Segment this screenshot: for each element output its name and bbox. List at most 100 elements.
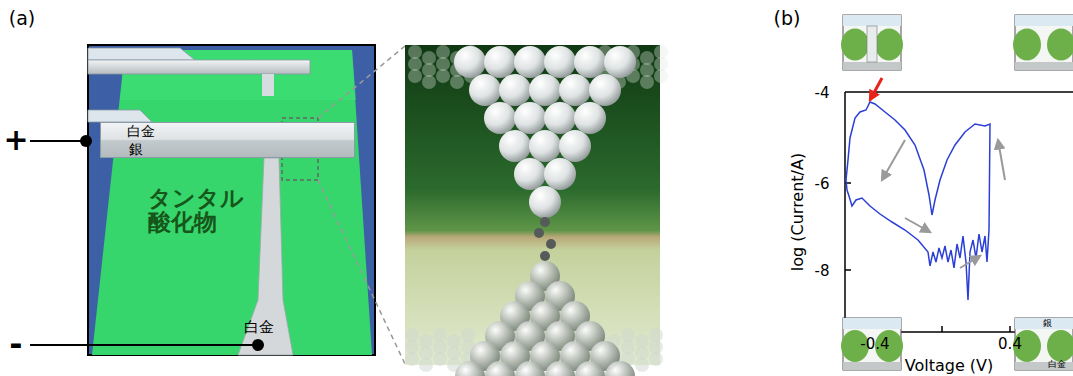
silver-atom xyxy=(454,46,486,78)
tick-label: -6 xyxy=(815,177,830,192)
lattice-atom xyxy=(640,51,654,65)
lattice-atom xyxy=(419,334,433,348)
bridge-atom xyxy=(540,217,550,227)
panel-letter: (b) xyxy=(774,9,801,28)
lattice-atom xyxy=(621,328,635,342)
oxide-grain xyxy=(875,29,903,61)
silver-atom xyxy=(559,130,591,162)
axis-title: log (Current/A) xyxy=(790,153,806,271)
tick-label: 0.4 xyxy=(998,337,1022,352)
silver-layer xyxy=(843,15,901,26)
bridge-atom xyxy=(534,228,544,238)
lattice-atom xyxy=(621,340,635,354)
bridge-atom xyxy=(540,251,550,261)
lattice-atom xyxy=(649,352,663,366)
lattice-atom xyxy=(649,328,663,342)
filament xyxy=(867,26,877,62)
silver-atom xyxy=(604,46,636,78)
lattice-atom xyxy=(450,75,464,89)
lattice-atom xyxy=(422,75,436,89)
node-label: 銀 xyxy=(129,142,159,157)
platinum-atom xyxy=(485,361,515,376)
silver-atom xyxy=(544,158,576,190)
silver-atom xyxy=(544,46,576,78)
lattice-atom xyxy=(405,340,419,354)
lattice-atom xyxy=(447,346,461,360)
silver-atom xyxy=(529,74,561,106)
silver-layer xyxy=(1015,15,1073,26)
lattice-atom xyxy=(635,334,649,348)
state-inset: 銀白金 xyxy=(1015,318,1073,370)
lattice-atom xyxy=(654,69,668,83)
node-label: 銀 xyxy=(1037,319,1057,328)
node-label: 白金 xyxy=(127,124,167,139)
platinum-atom xyxy=(575,361,605,376)
panel-letter: (a) xyxy=(9,9,35,28)
oxide-region: タンタル 酸化物 xyxy=(148,186,258,250)
oxide-grain xyxy=(1013,29,1041,61)
lattice-atom xyxy=(654,57,668,71)
axis-title: Voltage (V) xyxy=(905,358,994,374)
lattice-atom xyxy=(635,346,649,360)
silver-atom xyxy=(559,74,591,106)
platinum-atom xyxy=(605,361,635,376)
lattice-atom xyxy=(405,328,419,342)
lattice-atom xyxy=(433,328,447,342)
oxide-grain xyxy=(841,29,869,61)
silver-layer xyxy=(1015,318,1073,329)
tick-label: -4 xyxy=(815,86,830,101)
lattice-atom xyxy=(436,69,450,83)
oxide-grain xyxy=(1047,29,1073,61)
silver-atom xyxy=(484,46,516,78)
silver-atom xyxy=(544,102,576,134)
lattice-atom xyxy=(408,57,422,71)
polarity-sign: - xyxy=(9,328,22,360)
silver-atom xyxy=(514,158,546,190)
bridge-atom xyxy=(546,239,556,249)
lattice-atom xyxy=(419,358,433,372)
silver-atom xyxy=(514,46,546,78)
lattice-atom xyxy=(654,45,668,59)
bottom-electrode: 白金 xyxy=(236,320,282,340)
platinum-atom xyxy=(455,361,485,376)
lattice-atom xyxy=(640,75,654,89)
silver-atom xyxy=(589,74,621,106)
silver-atom xyxy=(529,186,561,218)
platinum-atom xyxy=(545,361,575,376)
lattice-atom xyxy=(422,51,436,65)
polarity-sign: + xyxy=(3,125,28,155)
platinum-layer xyxy=(843,62,901,70)
lattice-atom xyxy=(461,328,475,342)
lattice-atom xyxy=(649,340,663,354)
silver-atom xyxy=(484,102,516,134)
lattice-atom xyxy=(408,69,422,83)
lattice-atom xyxy=(447,334,461,348)
silver-atom xyxy=(469,74,501,106)
silver-layer xyxy=(843,318,901,329)
lattice-atom xyxy=(405,352,419,366)
oxide-grain xyxy=(1047,330,1073,362)
lattice-atom xyxy=(433,352,447,366)
silver-atom xyxy=(574,46,606,78)
lattice-atom xyxy=(422,63,436,77)
tick-label: -8 xyxy=(815,264,830,279)
lattice-atom xyxy=(640,63,654,77)
lattice-atom xyxy=(433,340,447,354)
node-label: 白金 xyxy=(236,320,282,336)
silver-atom xyxy=(499,74,531,106)
silver-atom xyxy=(574,102,606,134)
platinum-atom xyxy=(515,361,545,376)
tick-label: -0.4 xyxy=(860,337,889,352)
lattice-atom xyxy=(436,45,450,59)
silver-atom xyxy=(499,130,531,162)
electrode-bar: 白金銀 xyxy=(100,122,355,158)
lattice-atom xyxy=(408,45,422,59)
node-label: タンタル 酸化物 xyxy=(148,186,258,234)
lattice-atom xyxy=(635,358,649,372)
platinum-layer xyxy=(843,362,901,370)
silver-atom xyxy=(514,102,546,134)
silver-atom xyxy=(529,130,561,162)
platinum-layer xyxy=(1015,62,1073,70)
lattice-atom xyxy=(436,57,450,71)
